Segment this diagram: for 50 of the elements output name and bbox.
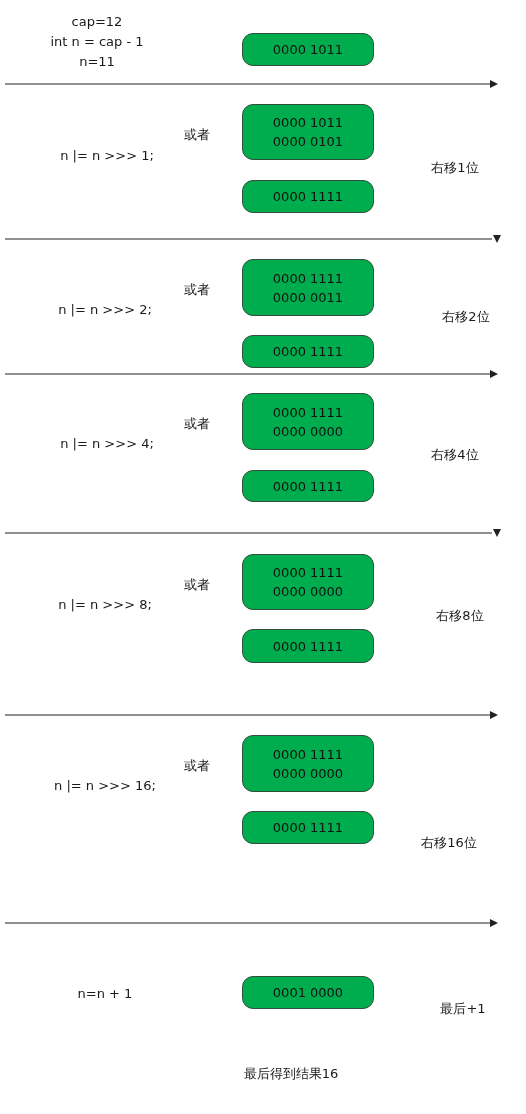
annotation-text: n |= n >>> 4; bbox=[60, 436, 154, 452]
annotation-text: n |= n >>> 8; bbox=[58, 597, 152, 613]
annotation-text: n |= n >>> 1; bbox=[60, 148, 154, 164]
binary-value: 0000 1111 bbox=[272, 188, 344, 206]
binary-value: 0000 1011 bbox=[272, 41, 344, 59]
binary-value: 0000 1111 bbox=[272, 745, 344, 764]
binary-value: 0000 1111 bbox=[272, 564, 344, 582]
binary-value: 0000 1111 bbox=[272, 269, 344, 288]
process-box bbox=[242, 629, 374, 663]
process-box bbox=[242, 180, 374, 213]
annotation-text: 或者 bbox=[184, 127, 210, 143]
annotation-text: 右移8位 bbox=[436, 608, 484, 624]
binary-value: 0000 1011 bbox=[272, 114, 344, 132]
annotation-text: 或者 bbox=[184, 282, 210, 298]
binary-value: 0000 0000 bbox=[272, 422, 344, 441]
binary-value: 0000 1111 bbox=[272, 637, 344, 656]
binary-value: 0000 0011 bbox=[272, 288, 344, 307]
process-box bbox=[242, 104, 374, 160]
binary-value: 0000 0000 bbox=[272, 764, 344, 783]
process-box bbox=[242, 33, 374, 66]
annotation-text: 右移16位 bbox=[421, 835, 477, 851]
annotation-text: int n = cap - 1 bbox=[50, 34, 144, 50]
binary-value: 0000 1111 bbox=[272, 477, 344, 496]
process-box bbox=[242, 393, 374, 450]
annotation-text: 或者 bbox=[184, 758, 210, 774]
process-box bbox=[242, 554, 374, 610]
annotation-text: n=11 bbox=[79, 54, 115, 70]
annotation-text: 右移2位 bbox=[442, 309, 490, 325]
process-box bbox=[242, 735, 374, 792]
annotation-text: 或者 bbox=[184, 577, 210, 593]
process-box bbox=[242, 259, 374, 316]
annotation-text: cap=12 bbox=[71, 14, 123, 30]
process-box bbox=[242, 335, 374, 368]
binary-value: 0000 1111 bbox=[272, 403, 344, 422]
binary-value: 0000 1111 bbox=[272, 819, 344, 837]
process-box bbox=[242, 470, 374, 502]
annotation-text: n |= n >>> 16; bbox=[54, 778, 156, 794]
annotation-text: 或者 bbox=[184, 416, 210, 432]
process-box bbox=[242, 976, 374, 1009]
binary-value: 0000 1111 bbox=[272, 343, 344, 361]
annotation-text: n=n + 1 bbox=[77, 986, 133, 1002]
binary-value: 0001 0000 bbox=[272, 984, 344, 1002]
annotation-text: 右移4位 bbox=[431, 447, 479, 463]
binary-value: 0000 0101 bbox=[272, 133, 344, 151]
annotation-text: 右移1位 bbox=[431, 160, 479, 176]
binary-value: 0000 0000 bbox=[272, 583, 344, 601]
annotation-text: 最后得到结果16 bbox=[243, 1066, 339, 1082]
process-box bbox=[242, 811, 374, 844]
annotation-text: n |= n >>> 2; bbox=[58, 302, 152, 318]
annotation-text: 最后+1 bbox=[440, 1001, 486, 1017]
